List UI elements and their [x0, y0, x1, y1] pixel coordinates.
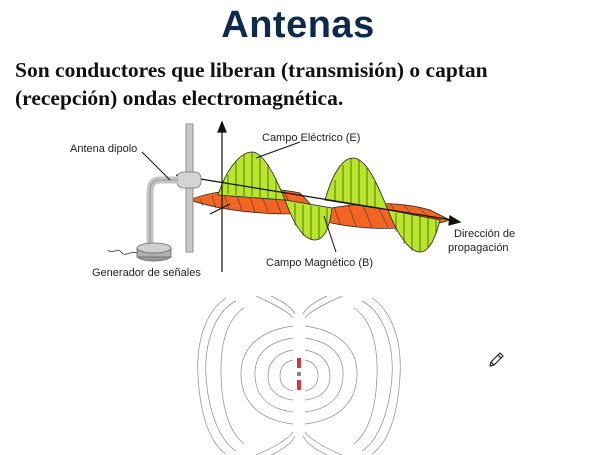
slide-subtitle: Son conductores que liberan (transmisión…: [15, 56, 585, 112]
subtitle-line-2: (recepción) ondas electromagnética.: [15, 86, 344, 110]
axes: [175, 120, 462, 272]
subtitle-line-1: Son conductores que liberan (transmisión…: [15, 58, 488, 82]
label-antenna-dipole: Antena dipolo: [70, 143, 137, 155]
slide-title: Antenas: [221, 4, 375, 46]
dipole-antenna: [107, 123, 202, 262]
label-magnetic-field: Campo Magnético (B): [266, 257, 373, 269]
generator-cable: [107, 249, 138, 255]
em-wave-diagram: Antena dipolo Campo Eléctrico (E) Campo …: [70, 120, 515, 279]
dipole-field-lines-image: [196, 296, 402, 455]
label-signal-generator: Generador de señales: [92, 267, 201, 279]
propagation-axis: [175, 174, 453, 221]
depth-axis: [209, 203, 231, 215]
label-electric-field: Campo Eléctrico (E): [262, 132, 360, 144]
electric-field-wave: [217, 151, 441, 253]
pencil-icon[interactable]: [486, 350, 506, 370]
label-pointers: [141, 141, 337, 253]
label-direction-2: propagación: [448, 242, 509, 254]
label-direction-1: Dirección de: [454, 228, 515, 240]
dipole-source: [297, 358, 301, 390]
